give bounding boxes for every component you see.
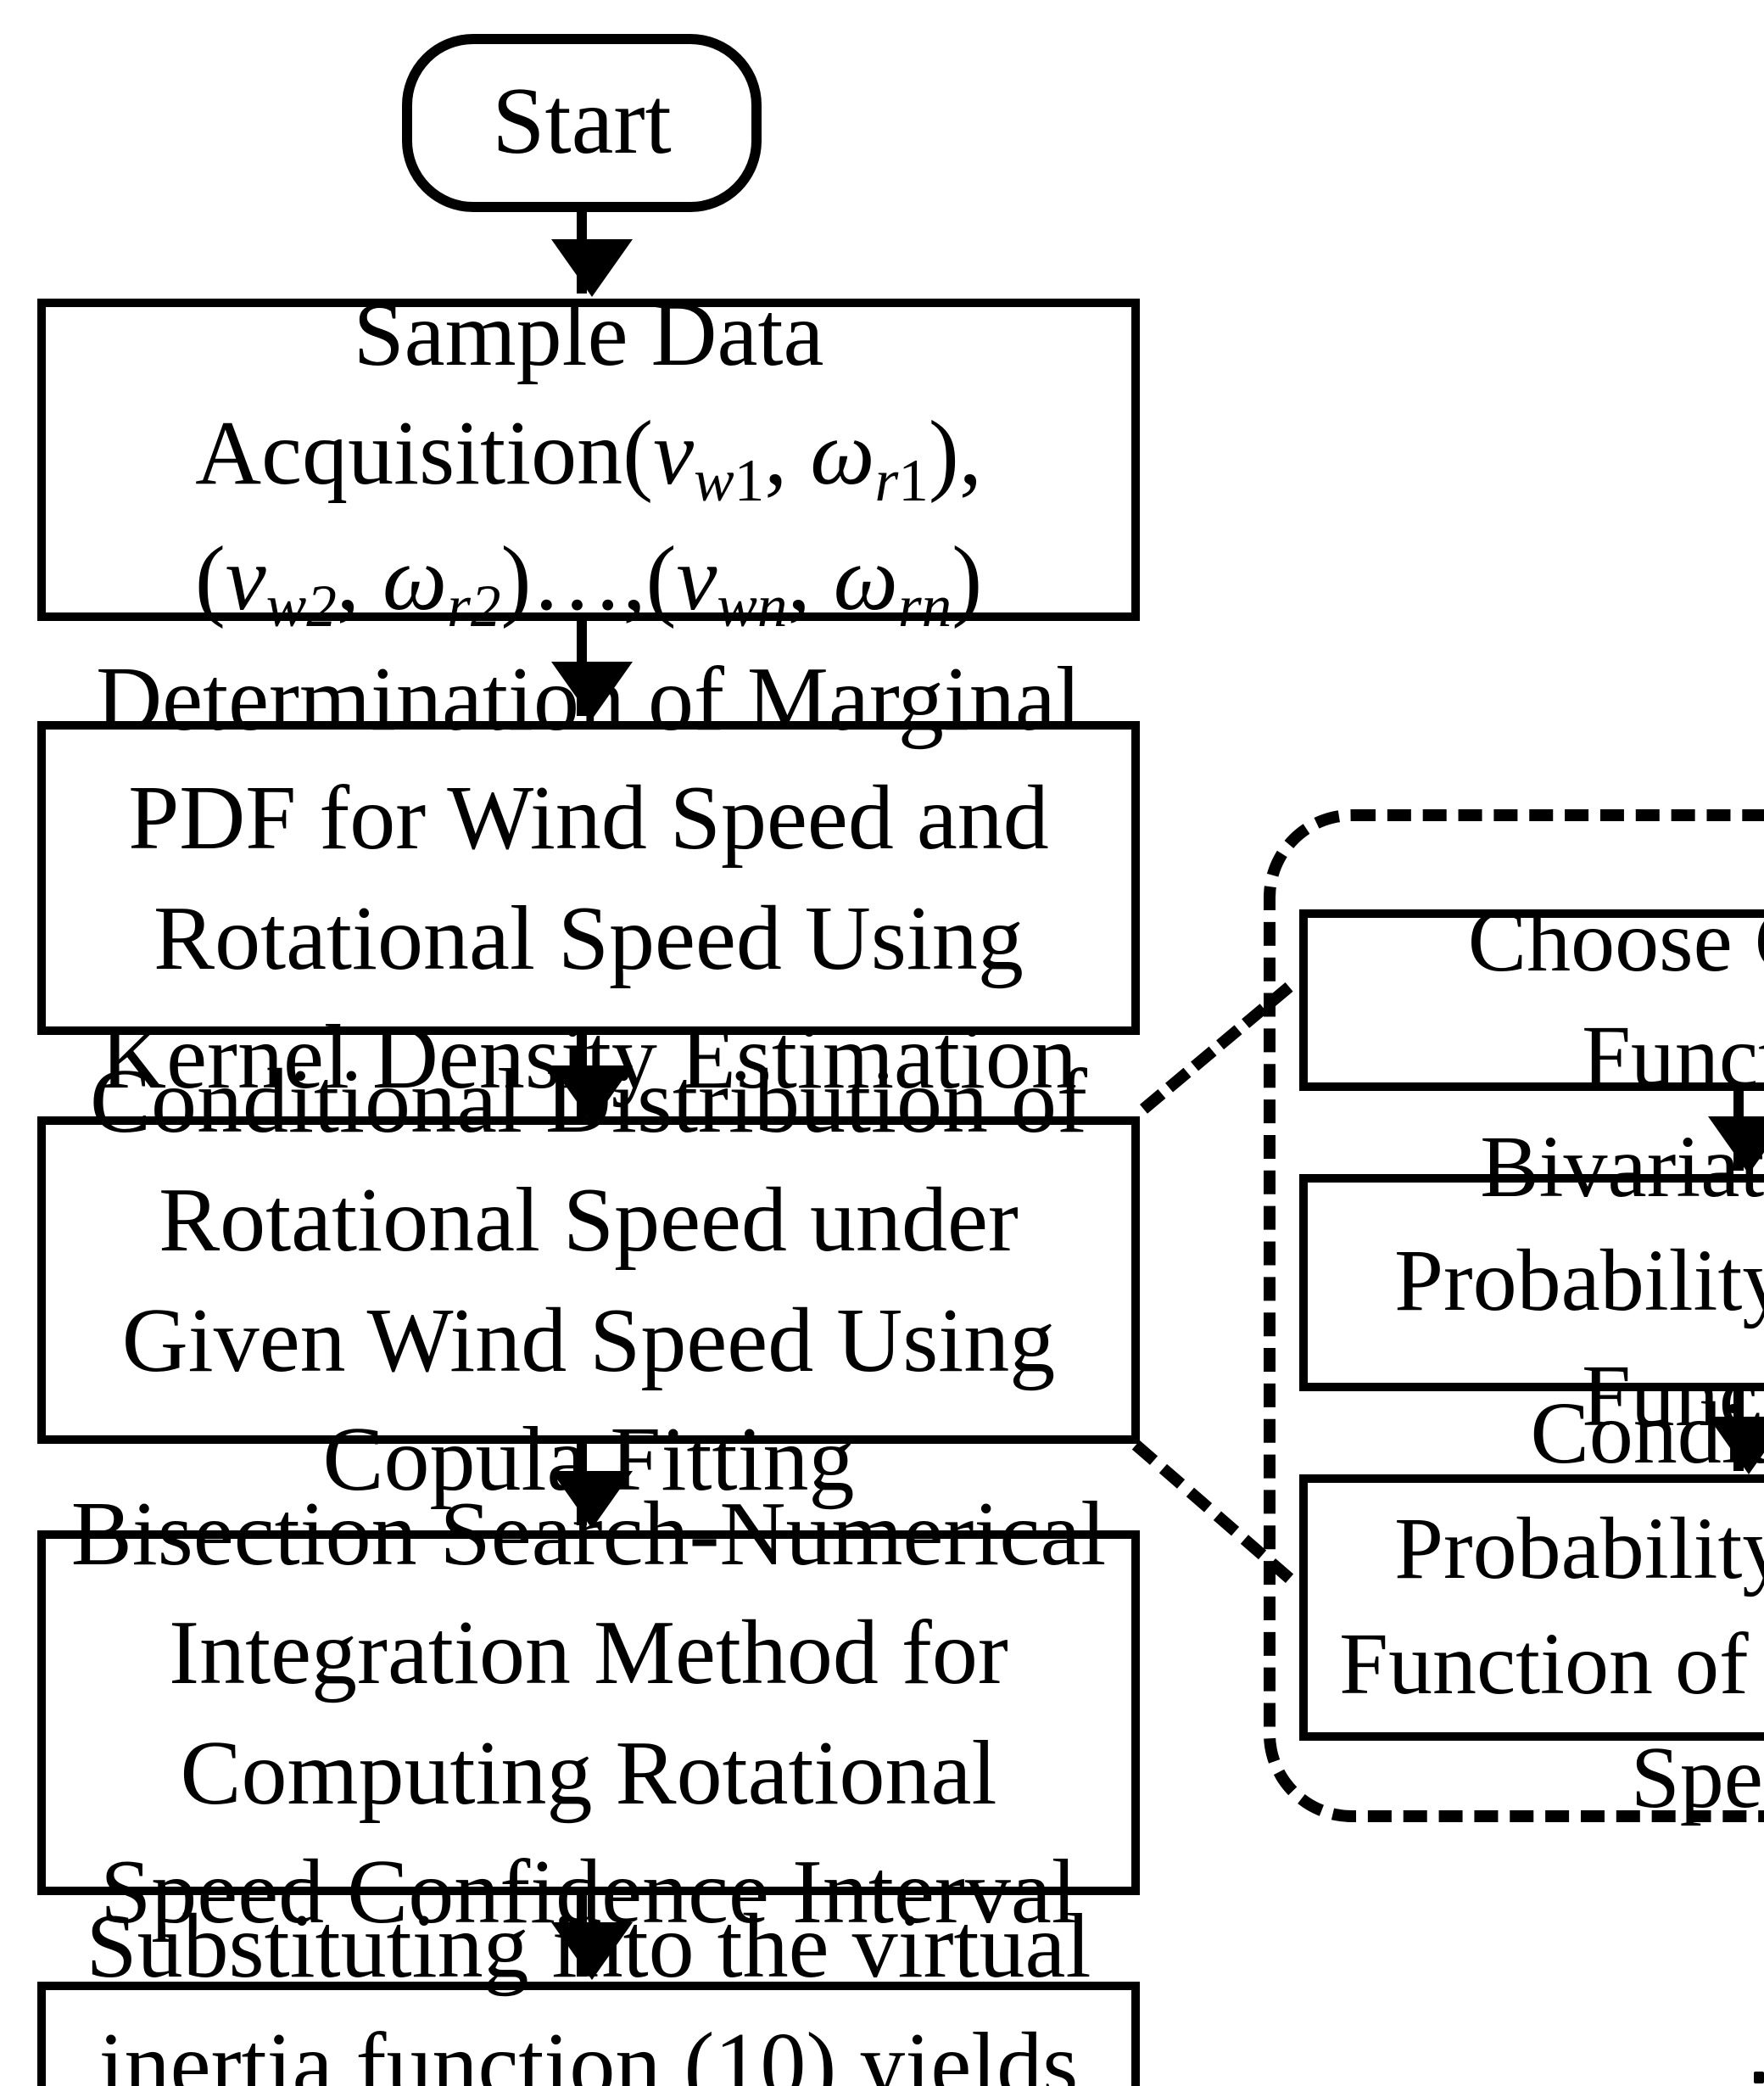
callout-dashed-panel xyxy=(1264,809,1764,1822)
node-kernel-density-estimation[interactable]: Determination of Marginal PDF for Wind S… xyxy=(37,648,1140,1107)
node-bisection-search[interactable]: Bisection Search-Numerical Integration M… xyxy=(37,1483,1140,1942)
node-start[interactable]: Start xyxy=(402,34,762,212)
node-choose-copula-function-label: Choose Copula Function xyxy=(1467,893,1764,1105)
arrow-choose-to-joint xyxy=(1708,1091,1764,1174)
node-conditional-pdf-rotational-speed[interactable]: Conditional Probability Density Function… xyxy=(1299,1387,1764,1827)
node-copula-fitting-label: Conditional Distribution of Rotational S… xyxy=(90,1050,1087,1510)
arrow-joint-to-conditional xyxy=(1708,1391,1764,1474)
node-bisection-search-label: Bisection Search-Numerical Integration M… xyxy=(70,1483,1107,1943)
stray-period-artifact xyxy=(1754,2072,1764,2083)
arrow-start-to-sample xyxy=(551,212,633,297)
arrow-copula-to-bisection xyxy=(551,1444,633,1529)
arrow-sample-to-kde xyxy=(551,621,633,719)
node-virtual-inertia-substitution-label: Substituting into the virtual inertia fu… xyxy=(86,1895,1091,2086)
node-bivariate-joint-pdf[interactable]: Bivariate Joint Probability Density Func… xyxy=(1299,1119,1764,1446)
node-copula-fitting[interactable]: Conditional Distribution of Rotational S… xyxy=(37,1050,1140,1509)
arrow-kde-to-copula xyxy=(551,1035,633,1123)
node-sample-data-acquisition[interactable]: Sample Data Acquisition(vw1, ωr1),(vw2, … xyxy=(37,282,1140,640)
node-start-label: Start xyxy=(492,70,672,176)
node-conditional-pdf-rotational-speed-label: Conditional Probability Density Function… xyxy=(1339,1386,1764,1828)
node-sample-data-acquisition-label: Sample Data Acquisition(vw1, ωr1),(vw2, … xyxy=(194,282,983,640)
node-virtual-inertia-substitution[interactable]: Substituting into the virtual inertia fu… xyxy=(37,1895,1140,2086)
arrow-bisection-to-substitution xyxy=(551,1895,633,1980)
node-choose-copula-function[interactable]: Choose Copula Function xyxy=(1299,894,1764,1105)
node-kernel-density-estimation-label: Determination of Marginal PDF for Wind S… xyxy=(96,648,1081,1108)
